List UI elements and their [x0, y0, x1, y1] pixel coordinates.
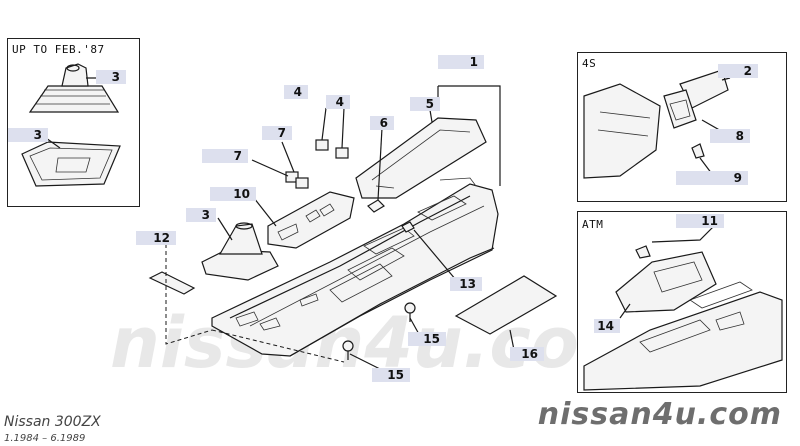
center-console: [211, 177, 499, 357]
model-label: Nissan 300ZX: [4, 414, 101, 430]
early-boot-drawing: [21, 63, 121, 187]
mat-16: [454, 275, 558, 335]
callout-4b: 4: [326, 95, 350, 109]
callout-5: 5: [410, 97, 440, 111]
armrest-lid: [355, 117, 487, 199]
callout-7a: 7: [262, 126, 292, 140]
callout-3-early-bezel: 3: [8, 128, 48, 142]
shift-boot: [201, 222, 279, 281]
callout-12: 12: [136, 231, 176, 245]
callout-10: 10: [210, 187, 256, 201]
switch-4b: [335, 147, 349, 159]
inset-title-early: UP TO FEB.'87: [12, 43, 105, 56]
callout-3-early: 3: [96, 70, 126, 84]
pad-12: [148, 271, 196, 295]
switch-4a: [315, 139, 329, 151]
callout-14: 14: [594, 319, 620, 333]
year-range-label: 1.1984 – 6.1989: [4, 433, 86, 444]
switch-7a: [285, 171, 299, 183]
callout-6: 6: [370, 116, 394, 130]
switch-7b: [295, 177, 309, 189]
callout-11: 11: [676, 214, 724, 228]
callout-9: 9: [676, 171, 748, 185]
screws-15: [342, 302, 416, 360]
clip-6: [367, 199, 385, 213]
callout-7b: 7: [202, 149, 248, 163]
switch-panel: [267, 191, 355, 249]
callout-8: 8: [710, 129, 750, 143]
brand-logo-text: nissan4u.com: [537, 397, 782, 432]
callout-15b: 15: [372, 368, 410, 382]
callout-4a: 4: [284, 85, 308, 99]
callout-16: 16: [510, 347, 544, 361]
inset-title-4s: 4S: [582, 57, 597, 70]
atm-drawing: [583, 223, 783, 391]
callout-3-main: 3: [186, 208, 216, 222]
inset-title-atm: ATM: [582, 218, 604, 231]
callout-15a: 15: [408, 332, 446, 346]
callout-13: 13: [450, 277, 482, 291]
four-s-drawing: [583, 69, 731, 179]
callout-2: 2: [718, 64, 758, 78]
clip-13: [401, 221, 415, 233]
callout-1: 1: [438, 55, 484, 69]
